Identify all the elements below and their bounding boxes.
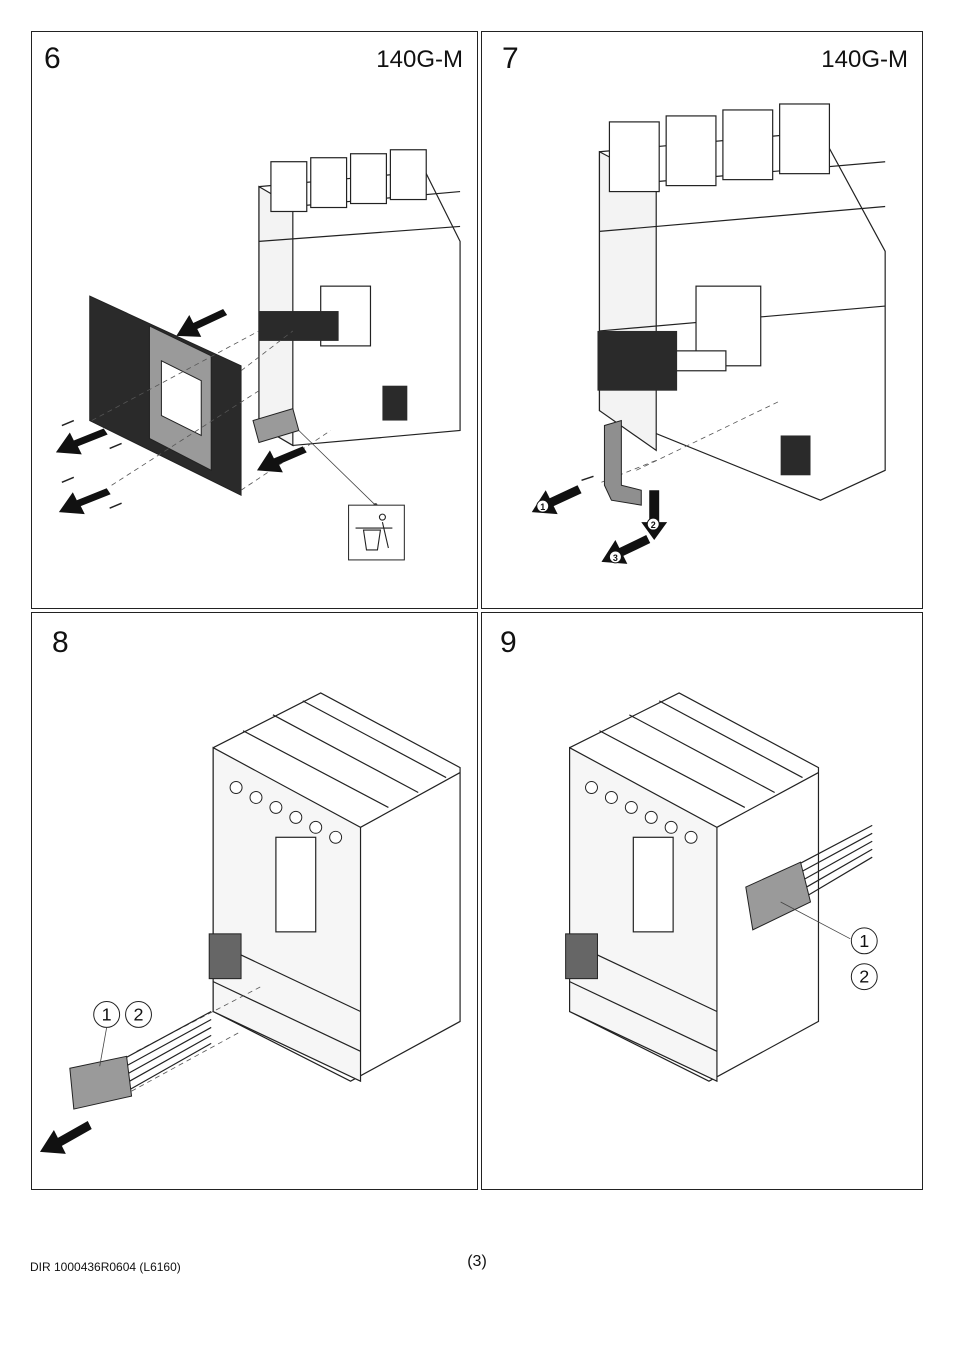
cable-insertion-illustration: 1 2 xyxy=(39,692,461,1154)
step-number: 6 xyxy=(44,42,61,75)
panel-step-7: 7 140G-M xyxy=(481,31,923,609)
callout-1: 1 xyxy=(859,931,869,951)
step-marker-2: 2 xyxy=(651,520,656,530)
step-number: 9 xyxy=(500,626,517,659)
model-label: 140G-M xyxy=(821,46,908,73)
document-code: DIR 1000436R0604 (L6160) xyxy=(30,1260,181,1274)
step-marker-3: 3 xyxy=(613,553,618,563)
callout-2: 2 xyxy=(134,1004,144,1024)
step-number: 7 xyxy=(502,42,519,75)
terminal-removal-illustration: 1 2 3 xyxy=(531,103,886,564)
cable-installed-illustration: 1 2 xyxy=(565,692,878,1083)
model-label: 140G-M xyxy=(376,46,463,73)
step-number: 8 xyxy=(52,626,69,659)
breaker-cover-removal-illustration xyxy=(55,149,461,561)
panel-step-9: 9 1 xyxy=(481,612,923,1190)
page-number: (3) xyxy=(467,1253,487,1270)
step-marker-1: 1 xyxy=(540,502,545,512)
callout-2: 2 xyxy=(859,967,869,987)
callout-1: 1 xyxy=(102,1004,112,1024)
panel-step-8: 8 xyxy=(31,612,478,1190)
panel-step-6: 6 140G-M xyxy=(31,31,478,609)
